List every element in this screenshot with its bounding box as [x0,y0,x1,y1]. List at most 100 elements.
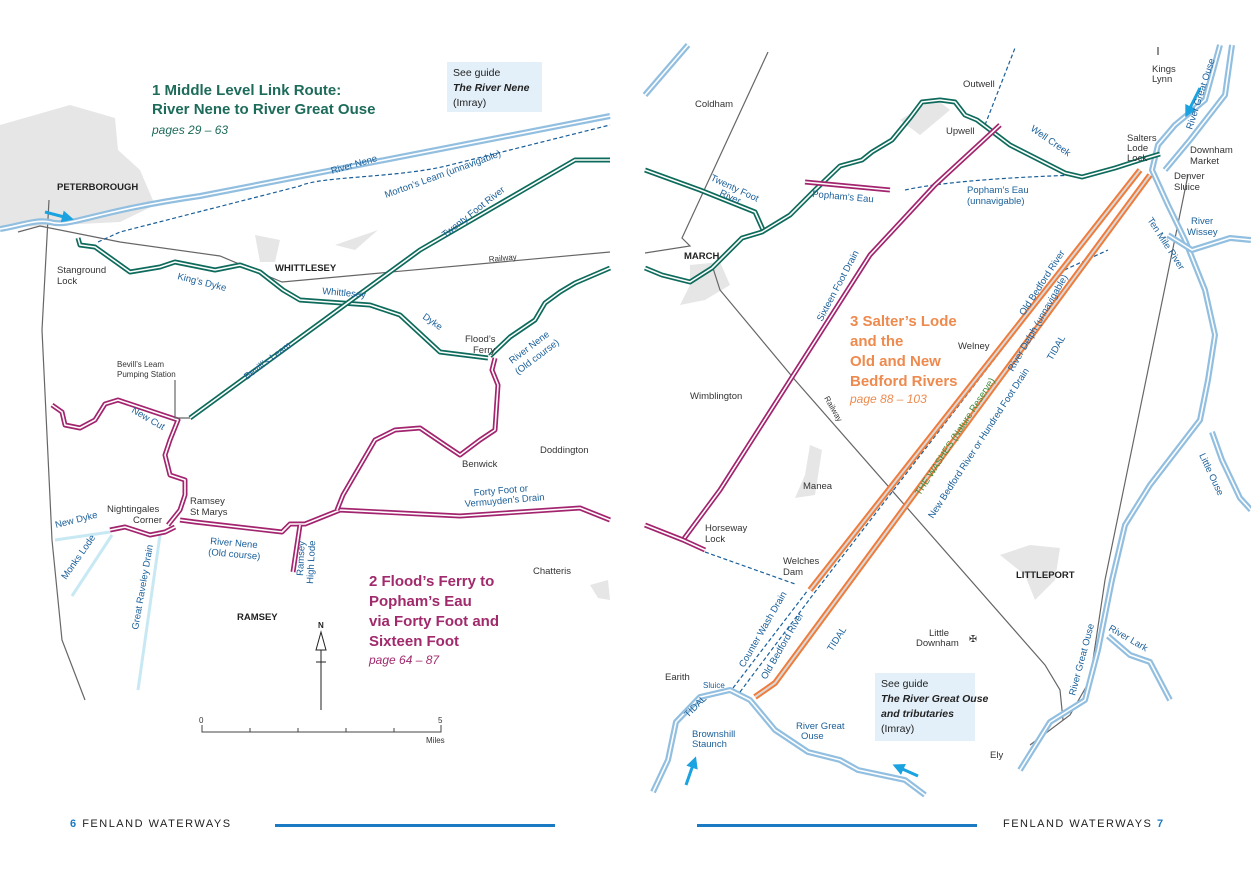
label-river-great-ouse-top: River Great Ouse [1184,57,1217,131]
footer-rule-right [697,824,977,827]
railway-north-south [41,199,86,701]
label-floods-ferry: Flood’s [465,334,496,345]
label-ramsey-st-marys-2: St Marys [190,507,228,518]
north-arrow-icon [315,630,327,651]
guide-box-river-nene: See guide The River Nene (Imray) [447,62,542,112]
scale-end: 5 [438,716,443,725]
new-dyke-drain [54,530,111,542]
route-3-title-line2: and the [850,333,903,350]
label-pophams-eau: Popham’s Eau [812,189,874,205]
label-pumping-station-2: Pumping Station [117,370,176,379]
label-wimblington: Wimblington [690,391,742,402]
label-whittlesey-dyke: Whittlesey [322,286,367,301]
scale-bar: 0 5 Miles [199,716,445,745]
label-river-nene: River Nene [330,153,379,177]
route-2-magenta [50,123,1002,573]
label-river-great-ouse-bot: River Great [796,721,845,732]
route-2-title-line1: 2 Flood’s Ferry to [369,573,494,590]
rivers [0,43,1251,798]
label-well-creek: Well Creek [1028,123,1072,159]
urban-outwell [900,98,950,135]
waterway-centre-line [336,357,499,511]
label-river-wissey-2: Wissey [1187,227,1218,238]
pophams-eau-unnavigable-line [904,174,1081,191]
pumping-station-pointer [174,380,190,419]
label-downham-market: Downham [1190,145,1233,156]
waterway-centre-line [179,507,611,533]
waterway-centre-line [51,399,186,526]
label-tidal-1: TIDAL [1045,334,1068,363]
label-horseway-lock-2: Lock [705,534,725,545]
label-welches-dam: Welches [783,556,820,567]
label-bevills-leam: Bevill’s Leam [242,340,293,382]
label-downham-market-2: Market [1190,156,1219,167]
counter-wash-line [732,589,809,689]
waterway-centre-line [1211,431,1251,511]
label-forty-foot: Forty Foot or [473,483,528,499]
label-salters-lode: Salters [1127,133,1157,144]
waterway-line [644,167,767,234]
north-label: N [318,621,324,630]
guide-title-2: and tributaries [881,708,954,720]
label-horseway-lock: Horseway [705,523,747,534]
label-dyke: Dyke [420,311,444,332]
label-little-downham-2: Downham [916,638,959,649]
railway-march-ely [711,264,1064,721]
upwell-dashed-line [984,47,1016,126]
label-kings-lynn: Kings [1152,64,1176,75]
label-benwick: Benwick [462,459,498,470]
waterway-centre-line [804,181,891,191]
route-1-title-line1: 1 Middle Level Link Route: [152,82,341,99]
label-denver-sluice-2: Sluice [1174,182,1200,193]
label-ramsey: RAMSEY [237,612,278,623]
label-ramsey-st-marys: Ramsey [190,496,225,507]
label-peterborough: PETERBOROUGH [57,182,138,193]
label-river-nene-old-b-2: (Old course) [208,547,261,563]
label-chatteris: Chatteris [533,566,571,577]
label-river-wissey: River [1191,216,1213,227]
urban-whittlesey [255,235,280,262]
label-pophams-eau-un: Popham’s Eau [967,185,1029,196]
waterway-centre-line [0,115,611,230]
flow-arrow-icon [1185,87,1202,118]
route-2-pages: page 64 – 87 [368,653,440,667]
guide-see: See guide [881,678,929,690]
church-icon: ✠ [969,634,977,645]
label-kings-dyke: King’s Dyke [176,271,227,294]
urban-chatteris [590,580,610,600]
page-number-right: 7 [1156,818,1165,830]
label-earith: Earith [665,672,690,683]
flow-arrow-icon [892,763,919,778]
label-upwell: Upwell [946,126,975,137]
urban-march [680,262,730,305]
route-2-title-line4: Sixteen Foot [369,633,459,650]
label-railway-r: Railway [822,395,844,424]
label-stanground: Stanground [57,265,106,276]
label-ramsey-high-lode-2: High Lode [305,540,318,584]
urban-littleport [1000,545,1060,600]
waterway-centre-line [1019,44,1221,771]
label-outwell: Outwell [963,79,995,90]
label-littleport: LITTLEPORT [1016,570,1075,581]
scale-start: 0 [199,716,204,725]
label-floods-ferry-2: Ferry [473,345,495,356]
north-arrow: N [315,621,327,710]
label-whittlesey: WHITTLESEY [275,263,337,274]
route-3-pages: page 88 – 103 [849,392,927,406]
label-march: MARCH [684,251,719,262]
urban-peterborough [0,105,155,228]
guide-title: The River Nene [453,82,530,94]
label-coldham: Coldham [695,99,733,110]
flow-arrow-icon [44,210,74,223]
guide-box-great-ouse: See guide The River Great Ouse and tribu… [875,673,988,741]
waterway-centre-line [644,44,689,96]
label-tidal-2: TIDAL [825,625,849,654]
waterway-centre-line [77,237,489,359]
route-2-title-line2: Popham’s Eau [369,593,472,610]
guide-see: See guide [453,67,501,79]
label-denver-sluice: Denver [1174,171,1205,182]
route-1-green [75,97,1161,421]
footer-title-left: FENLAND WATERWAYS [82,818,232,830]
waterway-centre-line [1164,44,1233,171]
